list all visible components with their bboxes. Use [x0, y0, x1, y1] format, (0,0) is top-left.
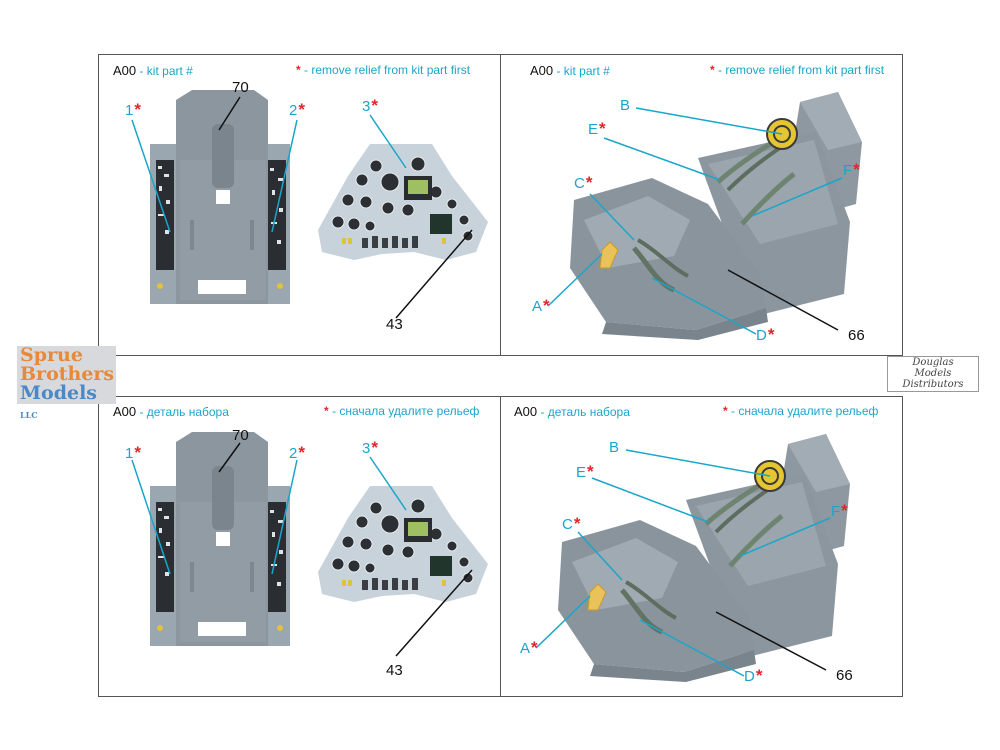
header-bottom-right-remove: * - сначала удалите рельеф — [723, 404, 878, 418]
part-code: A00 — [514, 404, 538, 419]
kit-part-text: - kit part # — [136, 64, 193, 78]
cockpit-tub-top — [150, 90, 290, 304]
callout-66: 66 — [836, 667, 853, 684]
douglas-models-logo: Douglas Models Distributors — [887, 356, 979, 392]
remove-relief-text: - сначала удалите рельеф — [727, 404, 879, 418]
leader-lines-bottom-left-cyan — [131, 456, 407, 575]
leader-lines-top-right-cyan — [547, 107, 843, 335]
callout-d: D* — [756, 325, 775, 344]
callout-66: 66 — [848, 327, 865, 344]
kit-part-text: - деталь набора — [537, 405, 630, 419]
remove-relief-text: - remove relief from kit part first — [714, 63, 885, 77]
callout-b: B — [620, 97, 631, 114]
logo-line-distributors: Distributors — [902, 379, 964, 390]
remove-relief-text: - сначала удалите рельеф — [328, 404, 480, 418]
part-code: A00 — [113, 63, 137, 78]
header-top-left-kit-part: A00 - kit part # — [113, 63, 193, 78]
cockpit-tub-bottom — [150, 432, 290, 646]
callout-b: B — [609, 439, 620, 456]
callout-f: F* — [843, 160, 860, 179]
callout-f: F* — [831, 501, 848, 520]
leader-lines-top-left-cyan — [131, 114, 407, 233]
header-top-left-remove: * - remove relief from kit part first — [296, 63, 470, 77]
logo-line-models: Models — [914, 368, 952, 379]
header-bottom-left-kit-part: A00 - деталь набора — [113, 404, 229, 419]
callout-a: A* — [532, 296, 550, 315]
asterisk-icon: * — [710, 63, 715, 77]
instrument-panel-bottom — [317, 485, 489, 603]
callout-1: 1* — [125, 100, 141, 119]
callout-1: 1* — [125, 443, 141, 462]
leader-line-66-bottom — [715, 611, 827, 671]
panel-bottom-right — [500, 396, 903, 697]
kit-part-text: - деталь набора — [136, 405, 229, 419]
callout-43: 43 — [386, 662, 403, 679]
leader-lines-bottom-right-cyan — [535, 449, 831, 677]
asterisk-icon: * — [723, 404, 728, 418]
panel-top-right — [500, 54, 903, 356]
callout-d: D* — [744, 666, 763, 685]
kit-part-text: - kit part # — [553, 64, 610, 78]
callout-3: 3* — [362, 438, 378, 457]
header-top-right-remove: * - remove relief from kit part first — [710, 63, 884, 77]
sprue-brothers-logo: Sprue Brothers Models LLC — [17, 344, 116, 420]
header-bottom-right-kit-part: A00 - деталь набора — [514, 404, 630, 419]
callout-a: A* — [520, 638, 538, 657]
callout-3: 3* — [362, 96, 378, 115]
callout-c: C* — [574, 173, 593, 192]
callout-e: E* — [576, 462, 594, 481]
remove-relief-text: - remove relief from kit part first — [300, 63, 471, 77]
callout-2: 2* — [289, 100, 305, 119]
leader-line-66-top — [727, 269, 839, 331]
leader-lines-bottom-left-black — [218, 442, 473, 657]
logo-line-brothers: Brothers — [20, 363, 115, 385]
callout-43: 43 — [386, 316, 403, 333]
header-top-right-kit-part: A00 - kit part # — [530, 63, 610, 78]
logo-line-models: Models LLC — [20, 382, 97, 421]
asterisk-icon: * — [324, 404, 329, 418]
callout-70: 70 — [232, 427, 249, 444]
logo-line-sprue: Sprue — [20, 344, 83, 366]
logo-line-douglas: Douglas — [912, 357, 954, 368]
header-bottom-left-remove: * - сначала удалите рельеф — [324, 404, 479, 418]
part-code: A00 — [530, 63, 554, 78]
leader-lines-top-left-black — [218, 96, 473, 319]
instrument-panel-top — [317, 143, 489, 261]
part-code: A00 — [113, 404, 137, 419]
callout-e: E* — [588, 119, 606, 138]
callout-70: 70 — [232, 79, 249, 96]
ejection-seat-top — [570, 92, 862, 340]
callout-c: C* — [562, 514, 581, 533]
callout-2: 2* — [289, 443, 305, 462]
asterisk-icon: * — [296, 63, 301, 77]
